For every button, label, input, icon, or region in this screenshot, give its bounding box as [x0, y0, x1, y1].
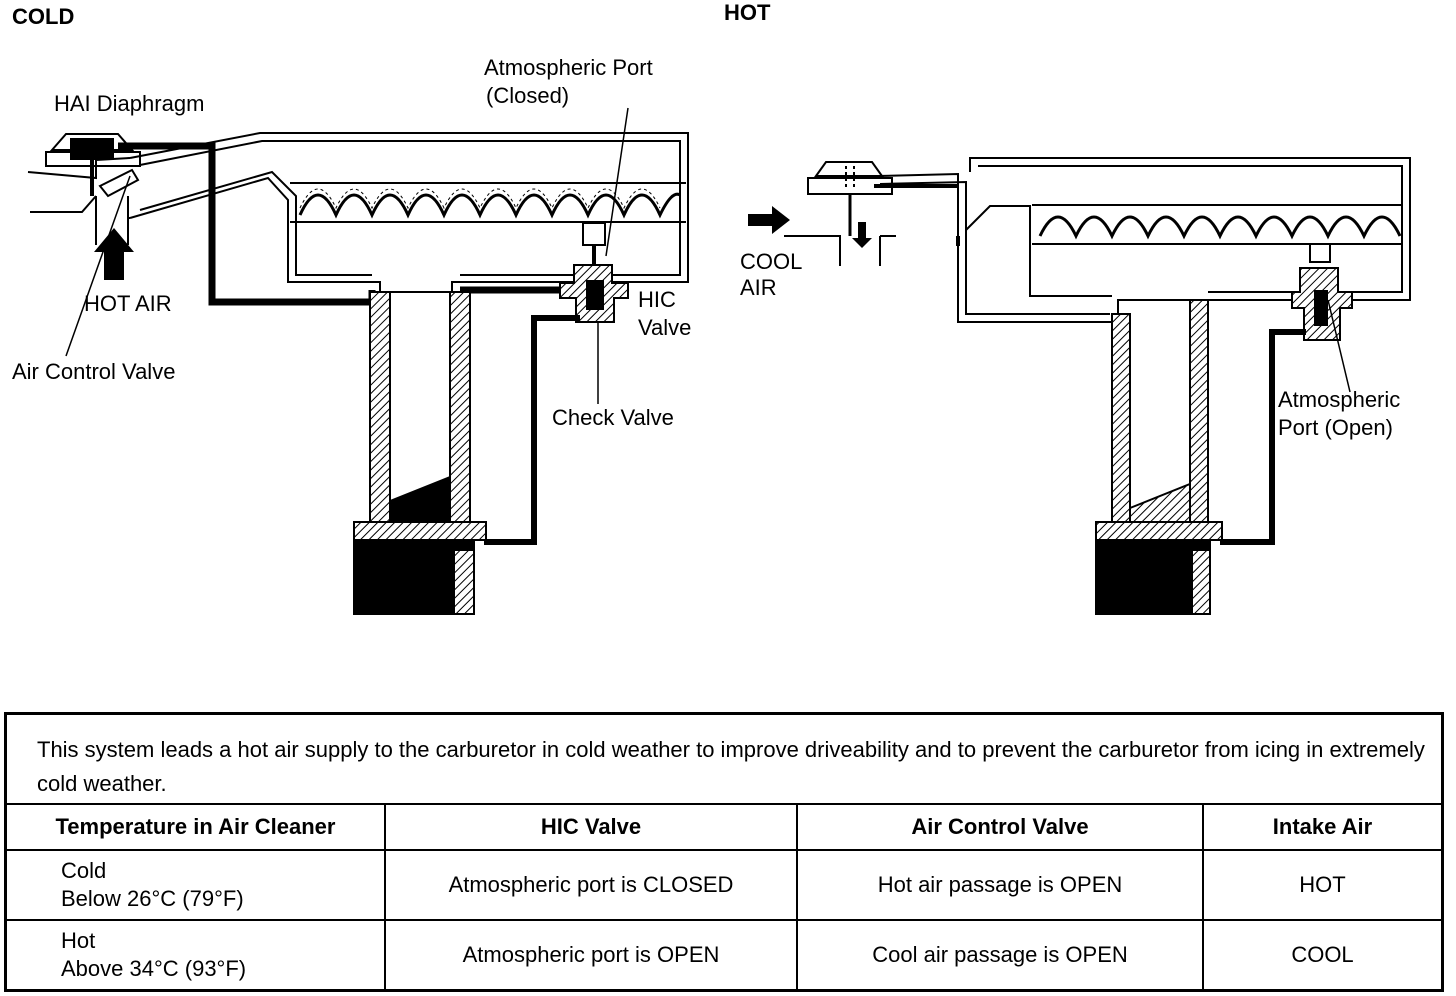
hot-cool-air-arrow: [748, 206, 790, 234]
label-hot-air: HOT AIR: [84, 291, 172, 316]
table-row: Cold Below 26°C (79°F) Atmospheric port …: [7, 848, 1441, 922]
label-hic-valve: Valve: [638, 315, 692, 340]
cell-temperature: Cold Below 26°C (79°F): [7, 848, 386, 922]
cold-vacuum-hose: [118, 142, 585, 306]
cell-hic-valve: Atmospheric port is CLOSED: [384, 848, 798, 922]
label-hic: HIC: [638, 287, 676, 312]
cell-intake-air: COOL: [1202, 919, 1441, 989]
cold-carburetor: [353, 291, 487, 615]
cold-leader-lines: [65, 107, 629, 404]
cold-hai-diaphragm: [45, 133, 141, 198]
hot-air-inlet: [784, 235, 896, 266]
hot-check-valve-hose: [1220, 329, 1306, 545]
hai-system-diagram: [27, 107, 1411, 615]
label-air-control-valve: Air Control Valve: [12, 359, 176, 384]
label-check-valve: Check Valve: [552, 405, 674, 430]
header-air-control-valve: Air Control Valve: [796, 803, 1204, 851]
hot-vacuum-hose: [874, 184, 960, 246]
hot-heading: HOT: [724, 0, 771, 25]
header-intake-air: Intake Air: [1202, 803, 1441, 851]
temp-condition: Cold: [61, 858, 107, 884]
hot-carburetor: [1095, 299, 1223, 615]
hot-diagram: [748, 157, 1411, 615]
table-row: Hot Above 34°C (93°F) Atmospheric port i…: [7, 919, 1441, 989]
temp-condition: Hot: [61, 928, 96, 954]
label-atmospheric-port-state: (Closed): [486, 83, 570, 108]
cold-check-valve-hose: [484, 315, 580, 545]
header-hic-valve: HIC Valve: [384, 803, 798, 851]
cold-hic-valve: [559, 222, 629, 323]
label-atmospheric: Atmospheric: [1278, 387, 1401, 412]
label-hai-diaphragm: HAI Diaphragm: [54, 91, 205, 116]
operation-table: Temperature in Air Cleaner HIC Valve Air…: [7, 803, 1441, 989]
cell-intake-air: HOT: [1202, 848, 1441, 922]
cold-diagram: [27, 107, 689, 615]
temp-range: Below 26°C (79°F): [61, 886, 244, 912]
label-cool: COOL: [740, 249, 803, 274]
cold-air-cleaner: [129, 132, 689, 293]
label-air: AIR: [740, 275, 777, 300]
cold-hot-air-arrow: [94, 228, 134, 280]
hot-hic-valve: [1291, 243, 1353, 341]
table-header-row: Temperature in Air Cleaner HIC Valve Air…: [7, 803, 1441, 851]
system-description: This system leads a hot air supply to th…: [37, 737, 1425, 796]
cell-hic-valve: Atmospheric port is OPEN: [384, 919, 798, 989]
temp-range: Above 34°C (93°F): [61, 956, 247, 982]
label-atmospheric-port: Atmospheric Port: [484, 55, 653, 80]
cell-air-control-valve: Cool air passage is OPEN: [796, 919, 1204, 989]
cell-air-control-valve: Hot air passage is OPEN: [796, 848, 1204, 922]
cell-temperature: Hot Above 34°C (93°F): [7, 919, 386, 989]
hot-hai-diaphragm: [807, 161, 893, 248]
header-temperature: Temperature in Air Cleaner: [7, 803, 386, 851]
hot-leader-lines: [1327, 299, 1351, 393]
label-port-open: Port (Open): [1278, 415, 1393, 440]
cold-heading: COLD: [12, 4, 75, 29]
system-description-box: This system leads a hot air supply to th…: [4, 712, 1444, 992]
